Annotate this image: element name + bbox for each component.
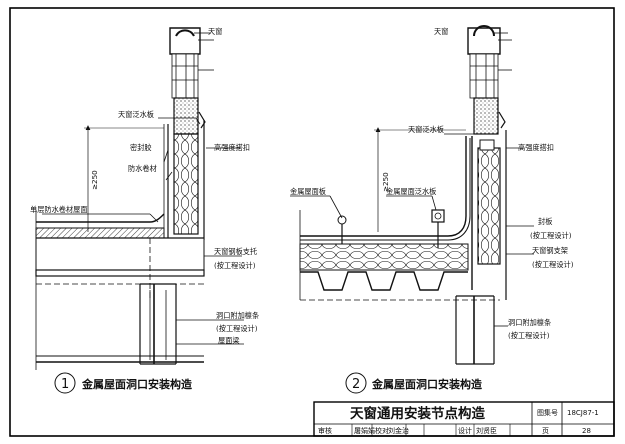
d1-label-roof-beam: 屋面梁: [218, 336, 240, 345]
d1-label-purlin-note: (按工程设计): [216, 324, 258, 333]
title-block-atlas-label: 图集号: [537, 408, 558, 417]
d1-label-skylight-flashing: 天窗泛水板: [118, 110, 154, 119]
title-block-page-number: 28: [582, 427, 591, 435]
detail-2: [290, 25, 534, 365]
d2-label-closure-note: (按工程设计): [530, 231, 572, 240]
sheet-frame: [9, 7, 615, 437]
detail-1: [35, 27, 244, 370]
d1-caption-circle: [54, 372, 76, 394]
d2-caption-number: 2: [352, 377, 360, 392]
title-block-check-label: 校对: [375, 426, 389, 435]
d2-caption-circle: [345, 372, 367, 394]
title-block-design-label: 设计: [458, 426, 472, 435]
d1-label-waterproof-membrane: 防水卷材: [128, 164, 157, 173]
d2-label-metal-roof-panel: 金属屋面板: [290, 187, 326, 196]
d1-label-steel-support-note: (按工程设计): [214, 261, 256, 270]
title-block-check-name: 刘金治: [388, 426, 409, 435]
d2-label-skylight: 天窗: [434, 27, 448, 36]
title-block-page-label: 页: [542, 427, 549, 435]
d1-caption: 金属屋面洞口安装构造: [81, 377, 193, 391]
title-block: [313, 401, 615, 437]
d1-caption-number: 1: [61, 377, 69, 392]
d2-label-metal-roof-flashing: 金属屋面泛水板: [386, 187, 436, 196]
d1-label-skylight: 天窗: [208, 27, 222, 36]
d2-label-purlin: 洞口附加檩条: [508, 318, 551, 327]
title-block-atlas-number: 18CJ87-1: [567, 409, 599, 417]
d2-label-steel-frame-note: (按工程设计): [532, 260, 574, 269]
d1-label-steel-support: 天窗钢板支托: [214, 247, 257, 256]
d2-label-skylight-flashing: 天窗泛水板: [408, 125, 444, 134]
d1-label-sealant: 密封胶: [130, 143, 152, 152]
d2-caption: 金属屋面洞口安装构造: [371, 377, 483, 391]
d2-label-closure-plate: 封板: [538, 217, 552, 226]
d1-label-single-layer-roof: 单层防水卷材屋面: [30, 205, 88, 214]
d2-label-high-strength-clip: 高强度搭扣: [518, 143, 554, 152]
title-block-review-label: 审核: [318, 426, 332, 435]
d2-label-purlin-note: (按工程设计): [508, 331, 550, 340]
d1-label-high-strength-clip: 高强度搭扣: [214, 143, 250, 152]
d2-label-steel-frame: 天窗钢支架: [532, 246, 568, 255]
d1-label-purlin: 洞口附加檩条: [216, 311, 259, 320]
title-block-design-name: 刘贤臣: [476, 426, 497, 435]
d1-dimension: ≥250: [90, 170, 99, 190]
d2-dimension: ≥250: [381, 172, 390, 192]
title-block-title: 天窗通用安装节点构造: [350, 405, 485, 422]
title-block-review-name: 屠娟娟: [354, 426, 375, 435]
